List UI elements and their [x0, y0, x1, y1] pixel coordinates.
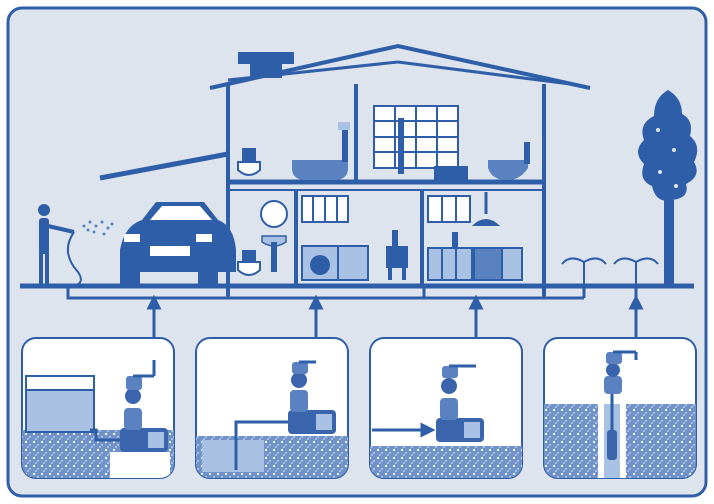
bathtub: [292, 160, 348, 180]
panel-well-supply: [544, 338, 696, 478]
panel-mains-supply: [370, 338, 522, 478]
submersible-pump: [607, 430, 617, 460]
chimney: [238, 52, 294, 64]
panel-tank-supply: [22, 338, 174, 478]
cistern-water: [202, 440, 264, 472]
mirror: [261, 201, 287, 227]
window-upstairs: [374, 106, 458, 168]
panel-cistern-supply: [196, 338, 348, 478]
oven: [474, 248, 502, 280]
